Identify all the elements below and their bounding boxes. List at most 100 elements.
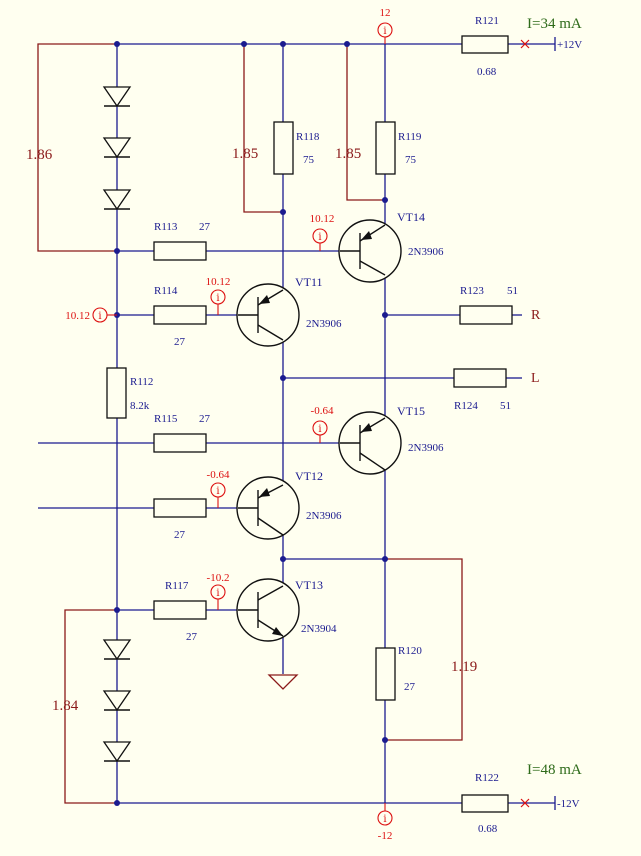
probe-left-value: 10.12 [65, 310, 90, 322]
vdrop-r119: 1.85 [335, 146, 361, 162]
resistor-r119 [375, 121, 396, 175]
resistor-r116 [153, 498, 207, 518]
r117-name: R117 [165, 580, 189, 592]
output-left-label: L [531, 371, 540, 386]
r122-value: 0.68 [478, 823, 498, 835]
probe-icon [377, 810, 393, 826]
wires [38, 43, 555, 804]
r114-value: 27 [174, 336, 186, 348]
r123-value: 51 [507, 285, 518, 297]
probe-top-value: 12 [380, 7, 391, 19]
vt15-name: VT15 [397, 404, 425, 418]
r122-name: R122 [475, 772, 499, 784]
probe-icon [312, 420, 328, 436]
resistor-r112 [106, 367, 127, 419]
probe-vt15-value: -0.64 [311, 405, 334, 417]
vt15-part: 2N3906 [408, 442, 444, 454]
r120-name: R120 [398, 645, 422, 657]
vt11-name: VT11 [295, 275, 323, 289]
svg-text:i: i [216, 588, 219, 599]
diode-top-1 [102, 86, 132, 108]
resistor-r115 [153, 433, 207, 453]
r121-value: 0.68 [477, 66, 497, 78]
resistor-r124 [453, 368, 507, 388]
svg-text:i: i [216, 486, 219, 497]
r117-value: 27 [186, 631, 198, 643]
resistor-r120 [375, 647, 396, 701]
r113-value: 27 [199, 221, 211, 233]
vdrop-r120: 1.19 [451, 659, 477, 675]
r121-name: R121 [475, 15, 499, 27]
current-bottom: I=48 mA [527, 762, 582, 778]
probe-icon [92, 307, 108, 323]
probe-vt12-value: -0.64 [207, 469, 230, 481]
diode-top-3 [102, 189, 132, 211]
junction-dots [114, 41, 388, 806]
diode-bottom-2 [102, 690, 132, 712]
diode-bottom-1 [102, 639, 132, 661]
resistor-r118 [273, 121, 294, 175]
transistor-vt12: VT12 2N3906 [236, 469, 342, 540]
vt12-part: 2N3906 [306, 510, 342, 522]
r118-name: R118 [296, 131, 320, 143]
probes: i 12 i 10.12 i 10.12 i 10.12 i -0.64 i -… [65, 7, 393, 842]
svg-text:i: i [383, 814, 386, 825]
probe-vt11-value: 10.12 [206, 276, 231, 288]
output-right-label: R [531, 308, 541, 323]
probe-icon [312, 228, 328, 244]
r112-value: 8.2k [130, 400, 150, 412]
r115-name: R115 [154, 413, 178, 425]
r114-name: R114 [154, 285, 178, 297]
r124-value: 51 [500, 400, 511, 412]
r120-value: 27 [404, 681, 416, 693]
vt14-part: 2N3906 [408, 246, 444, 258]
r116-value: 27 [174, 529, 186, 541]
vt13-name: VT13 [295, 578, 323, 592]
diode-top-2 [102, 137, 132, 159]
transistor-vt14: VT14 2N3906 [338, 210, 444, 283]
probe-bottom-value: -12 [378, 830, 393, 842]
supply-negative: -12V I=48 mA [520, 762, 582, 810]
current-top: I=34 mA [527, 16, 582, 32]
resistor-r114 [153, 305, 207, 325]
vt14-name: VT14 [397, 210, 425, 224]
probe-icon [210, 584, 226, 600]
vdrop-diodes-bottom: 1.84 [52, 698, 79, 714]
svg-text:i: i [383, 26, 386, 37]
r115-value: 27 [199, 413, 211, 425]
resistor-r122 [461, 794, 509, 813]
svg-text:i: i [216, 293, 219, 304]
r119-name: R119 [398, 131, 422, 143]
vt11-part: 2N3906 [306, 318, 342, 330]
r124-name: R124 [454, 400, 478, 412]
vt13-part: 2N3904 [301, 623, 337, 635]
probe-icon [377, 22, 393, 38]
probe-vt14-value: 10.12 [310, 213, 335, 225]
r112-name: R112 [130, 376, 153, 388]
r113-name: R113 [154, 221, 178, 233]
supply-positive: +12V I=34 mA [520, 16, 582, 51]
transistor-vt11: VT11 2N3906 [236, 275, 342, 347]
supply-positive-label: +12V [557, 39, 582, 51]
svg-text:i: i [98, 311, 101, 322]
resistor-r123 [459, 305, 513, 325]
vdrop-r118: 1.85 [232, 146, 258, 162]
transistor-vt15: VT15 2N3906 [338, 404, 444, 475]
resistor-r117 [153, 600, 207, 620]
measurement-brackets [37, 43, 463, 804]
r123-name: R123 [460, 285, 484, 297]
resistor-r121 [461, 35, 509, 54]
probe-icon [210, 289, 226, 305]
transistors: VT14 2N3906 VT11 2N3906 VT15 2N3906 [236, 210, 444, 642]
svg-text:i: i [318, 232, 321, 243]
r119-value: 75 [405, 154, 417, 166]
supply-negative-label: -12V [557, 798, 580, 810]
probe-icon [210, 482, 226, 498]
resistors: R121 0.68 R118 75 R119 75 R113 27 R114 2… [106, 15, 518, 835]
transistor-vt13: VT13 2N3904 [236, 578, 337, 642]
r118-value: 75 [303, 154, 315, 166]
ground-symbol [267, 674, 299, 690]
probe-vt13-value: -10.2 [207, 572, 230, 584]
diode-bottom-3 [102, 741, 132, 763]
